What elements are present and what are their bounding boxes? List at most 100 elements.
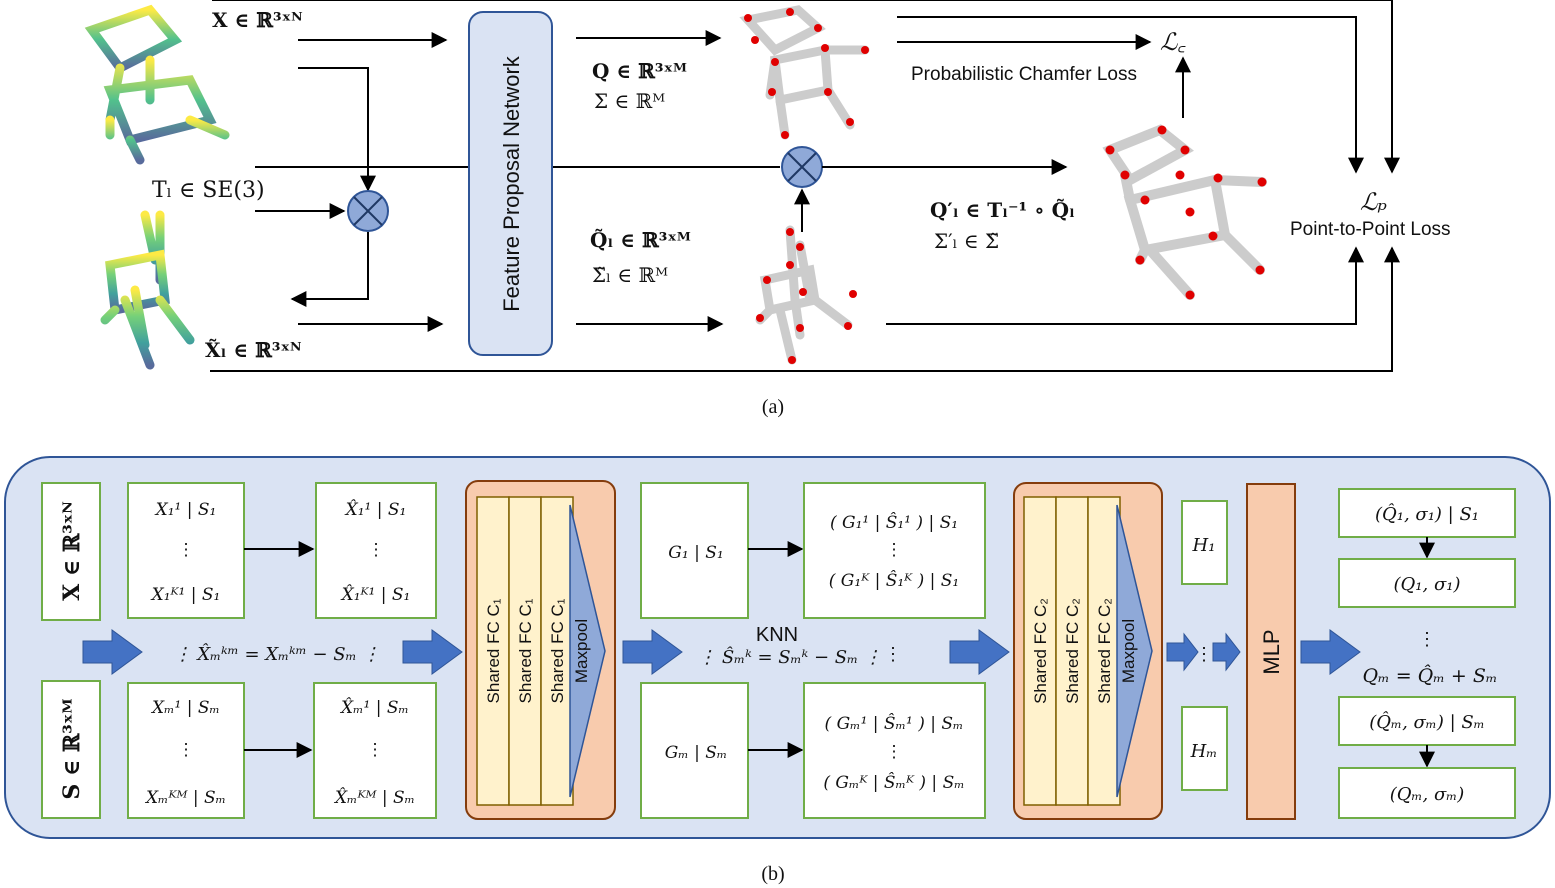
gs-bot-row-3: ( Gₘᴷ | Ŝₘᴷ ) | Sₘ (823, 772, 964, 793)
col1-top-row-3: X₁ᴷ¹ | S₁ (150, 585, 221, 605)
feature-proposal-network-block (468, 11, 553, 356)
global-feature-top-box (640, 482, 749, 619)
output-4-label: (Qₘ, σₘ) (1390, 784, 1465, 805)
flow-arrow-2 (402, 629, 463, 675)
keypoint-cloud-q-prime (1102, 124, 1267, 300)
knn-label: KNN (756, 624, 798, 646)
mlp-label: MLP (1259, 629, 1284, 674)
output-2-label: (Q₁, σ₁) (1394, 574, 1461, 595)
gs-top-row-1: ( G₁¹ | Ŝ₁¹ ) | S₁ (830, 512, 958, 533)
x-input-box-label: X ∈ ℝ³ˣᴺ (59, 501, 85, 601)
keypoint-cloud-q-tilde (755, 225, 857, 365)
input-cloud-x-tilde (100, 210, 195, 370)
sigma-tilde-label: Σ̃ₗ ∈ ℝᴹ (592, 263, 668, 287)
x-input-label: X ∈ ℝ³ˣᴺ (212, 8, 303, 32)
knn-equation: ⋮ Ŝₘᵏ = Sₘᵏ − Sₘ ⋮ (698, 645, 882, 668)
sigma-output-label: Σ ∈ ℝᴹ (594, 89, 665, 113)
output-1-label: (Q̂₁, σ₁) | S₁ (1375, 503, 1479, 525)
loss-p-symbol: ℒₚ (1360, 188, 1387, 216)
output-box-2 (1338, 558, 1516, 608)
gs-bot-row-1: ( Gₘ¹ | Ŝₘ¹ ) | Sₘ (825, 713, 964, 734)
sigma-prime-label: Σ′ₗ ∈ Σ̃ (934, 229, 999, 253)
col1-bot-row-3: Xₘᴷᴹ | Sₘ (144, 788, 226, 808)
multiply-node-2 (781, 146, 823, 188)
col1-top-row-1: X₁¹ | S₁ (154, 500, 217, 520)
caption-a: (a) (762, 396, 784, 418)
panel-b: X ∈ ℝ³ˣᴺ S ∈ ℝ³ˣᴹ X₁¹ | S₁ ⋮ X₁ᴷ¹ | S₁ X… (4, 456, 1551, 885)
gs-top-row-2: ⋮ (886, 540, 903, 560)
fc1-label-3: Shared FC C₁ (548, 598, 567, 703)
loss-c-symbol: ℒ꜀ (1160, 28, 1186, 56)
flow-arrow-5a (1166, 632, 1199, 672)
top-bypass-line (212, 0, 1400, 174)
maxpool-2-label: Maxpool (1119, 619, 1138, 683)
fc2-label-1: Shared FC C₂ (1031, 598, 1050, 704)
loss-p-name: Point-to-Point Loss (1290, 219, 1451, 240)
x-to-otimes-line (298, 67, 376, 192)
fc2-label-3: Shared FC C₂ (1095, 598, 1114, 704)
fc2-label-2: Shared FC C₂ (1063, 598, 1082, 704)
normalized-points-bottom-box (313, 682, 437, 819)
h-bottom-box (1181, 706, 1228, 791)
h-top-label: H₁ (1192, 535, 1216, 556)
input-cloud-x (84, 4, 230, 165)
g-bot-label: Gₘ | Sₘ (665, 743, 728, 763)
grouped-feature-top-box (803, 482, 986, 619)
x-tilde-label: X̃ₗ ∈ ℝ³ˣᴺ (205, 338, 302, 362)
col2-bot-row-1: X̂ₘ¹ | Sₘ (339, 698, 409, 718)
col1-top-row-2: ⋮ (178, 540, 195, 560)
output-equation: Qₘ = Q̂ₘ + Sₘ (1362, 665, 1497, 687)
h-dots: ⋮ (1195, 644, 1213, 665)
s-input-box (41, 680, 101, 819)
fc2-layer-1 (1023, 496, 1057, 806)
transform-label: Tₗ ∈ SE(3) (152, 178, 265, 203)
fc2-layer-2 (1055, 496, 1089, 806)
gs-top-row-3: ( G₁ᴷ | Ŝ₁ᴷ ) | S₁ (829, 570, 959, 591)
normalized-points-top-box (315, 482, 437, 619)
col1-bot-row-1: Xₘ¹ | Sₘ (150, 698, 220, 718)
col2-bot-row-2: ⋮ (367, 740, 384, 760)
grouped-feature-bottom-box (803, 682, 986, 819)
multiply-node-1 (347, 190, 389, 232)
col2-top-row-3: X̂₁ᴷ¹ | S₁ (340, 585, 411, 605)
bottom-bypass-line (210, 246, 1400, 372)
flow-arrow-6 (1300, 629, 1361, 675)
gs-bot-row-2: ⋮ (886, 742, 903, 762)
flow-arrow-4 (949, 629, 1010, 675)
panel-a: X ∈ ℝ³ˣᴺ Tₗ ∈ SE(3) X̃ₗ ∈ ℝ³ˣᴺ Feature P… (84, 0, 1451, 418)
maxpool-1 (569, 504, 606, 798)
maxpool-1-label: Maxpool (572, 619, 591, 683)
s-input-box-label: S ∈ ℝ³ˣᴹ (59, 698, 85, 799)
q-prime-label: Q′ₗ ∈ Tₗ⁻¹ ∘ Q̃ₗ (930, 198, 1075, 222)
mlp-block (1246, 483, 1296, 820)
flow-arrow-3 (622, 629, 683, 675)
qtilde-to-lossp-line (886, 246, 1364, 325)
x-input-box (41, 482, 101, 621)
q-to-lossp-line (897, 16, 1364, 174)
col1-bot-row-2: ⋮ (178, 740, 195, 760)
fc1-label-1: Shared FC C₁ (484, 598, 503, 703)
center-dots: ⋮ (884, 644, 902, 665)
keypoint-cloud-q (739, 5, 870, 140)
caption-b: (b) (761, 863, 784, 885)
feature-proposal-network-label: Feature Proposal Network (499, 55, 524, 312)
col2-top-row-1: X̂₁¹ | S₁ (344, 500, 407, 520)
flow-arrow-5b (1212, 632, 1241, 672)
grouped-points-top-box (127, 482, 245, 619)
fc1-layer-3 (540, 496, 574, 806)
h-bot-label: Hₘ (1190, 741, 1218, 762)
col2-bot-row-3: X̂ₘᴷᴹ | Sₘ (333, 788, 415, 808)
g-top-label: G₁ | S₁ (668, 543, 723, 563)
fc1-layer-1 (476, 496, 510, 806)
center-equation: ⋮ X̂ₘᵏᵐ = Xₘᵏᵐ − Sₘ ⋮ (174, 643, 381, 665)
maxpool-2 (1116, 504, 1153, 798)
flow-arrow-1 (82, 629, 143, 675)
col2-top-row-2: ⋮ (368, 540, 385, 560)
fc1-label-2: Shared FC C₁ (516, 598, 535, 703)
output-dots: ⋮ (1418, 629, 1436, 650)
global-feature-bottom-box (640, 682, 749, 819)
q-tilde-label: Q̃ₗ ∈ ℝ³ˣᴹ (590, 228, 691, 252)
otimes-to-xtilde-line (290, 232, 369, 307)
fc2-layer-3 (1087, 496, 1121, 806)
